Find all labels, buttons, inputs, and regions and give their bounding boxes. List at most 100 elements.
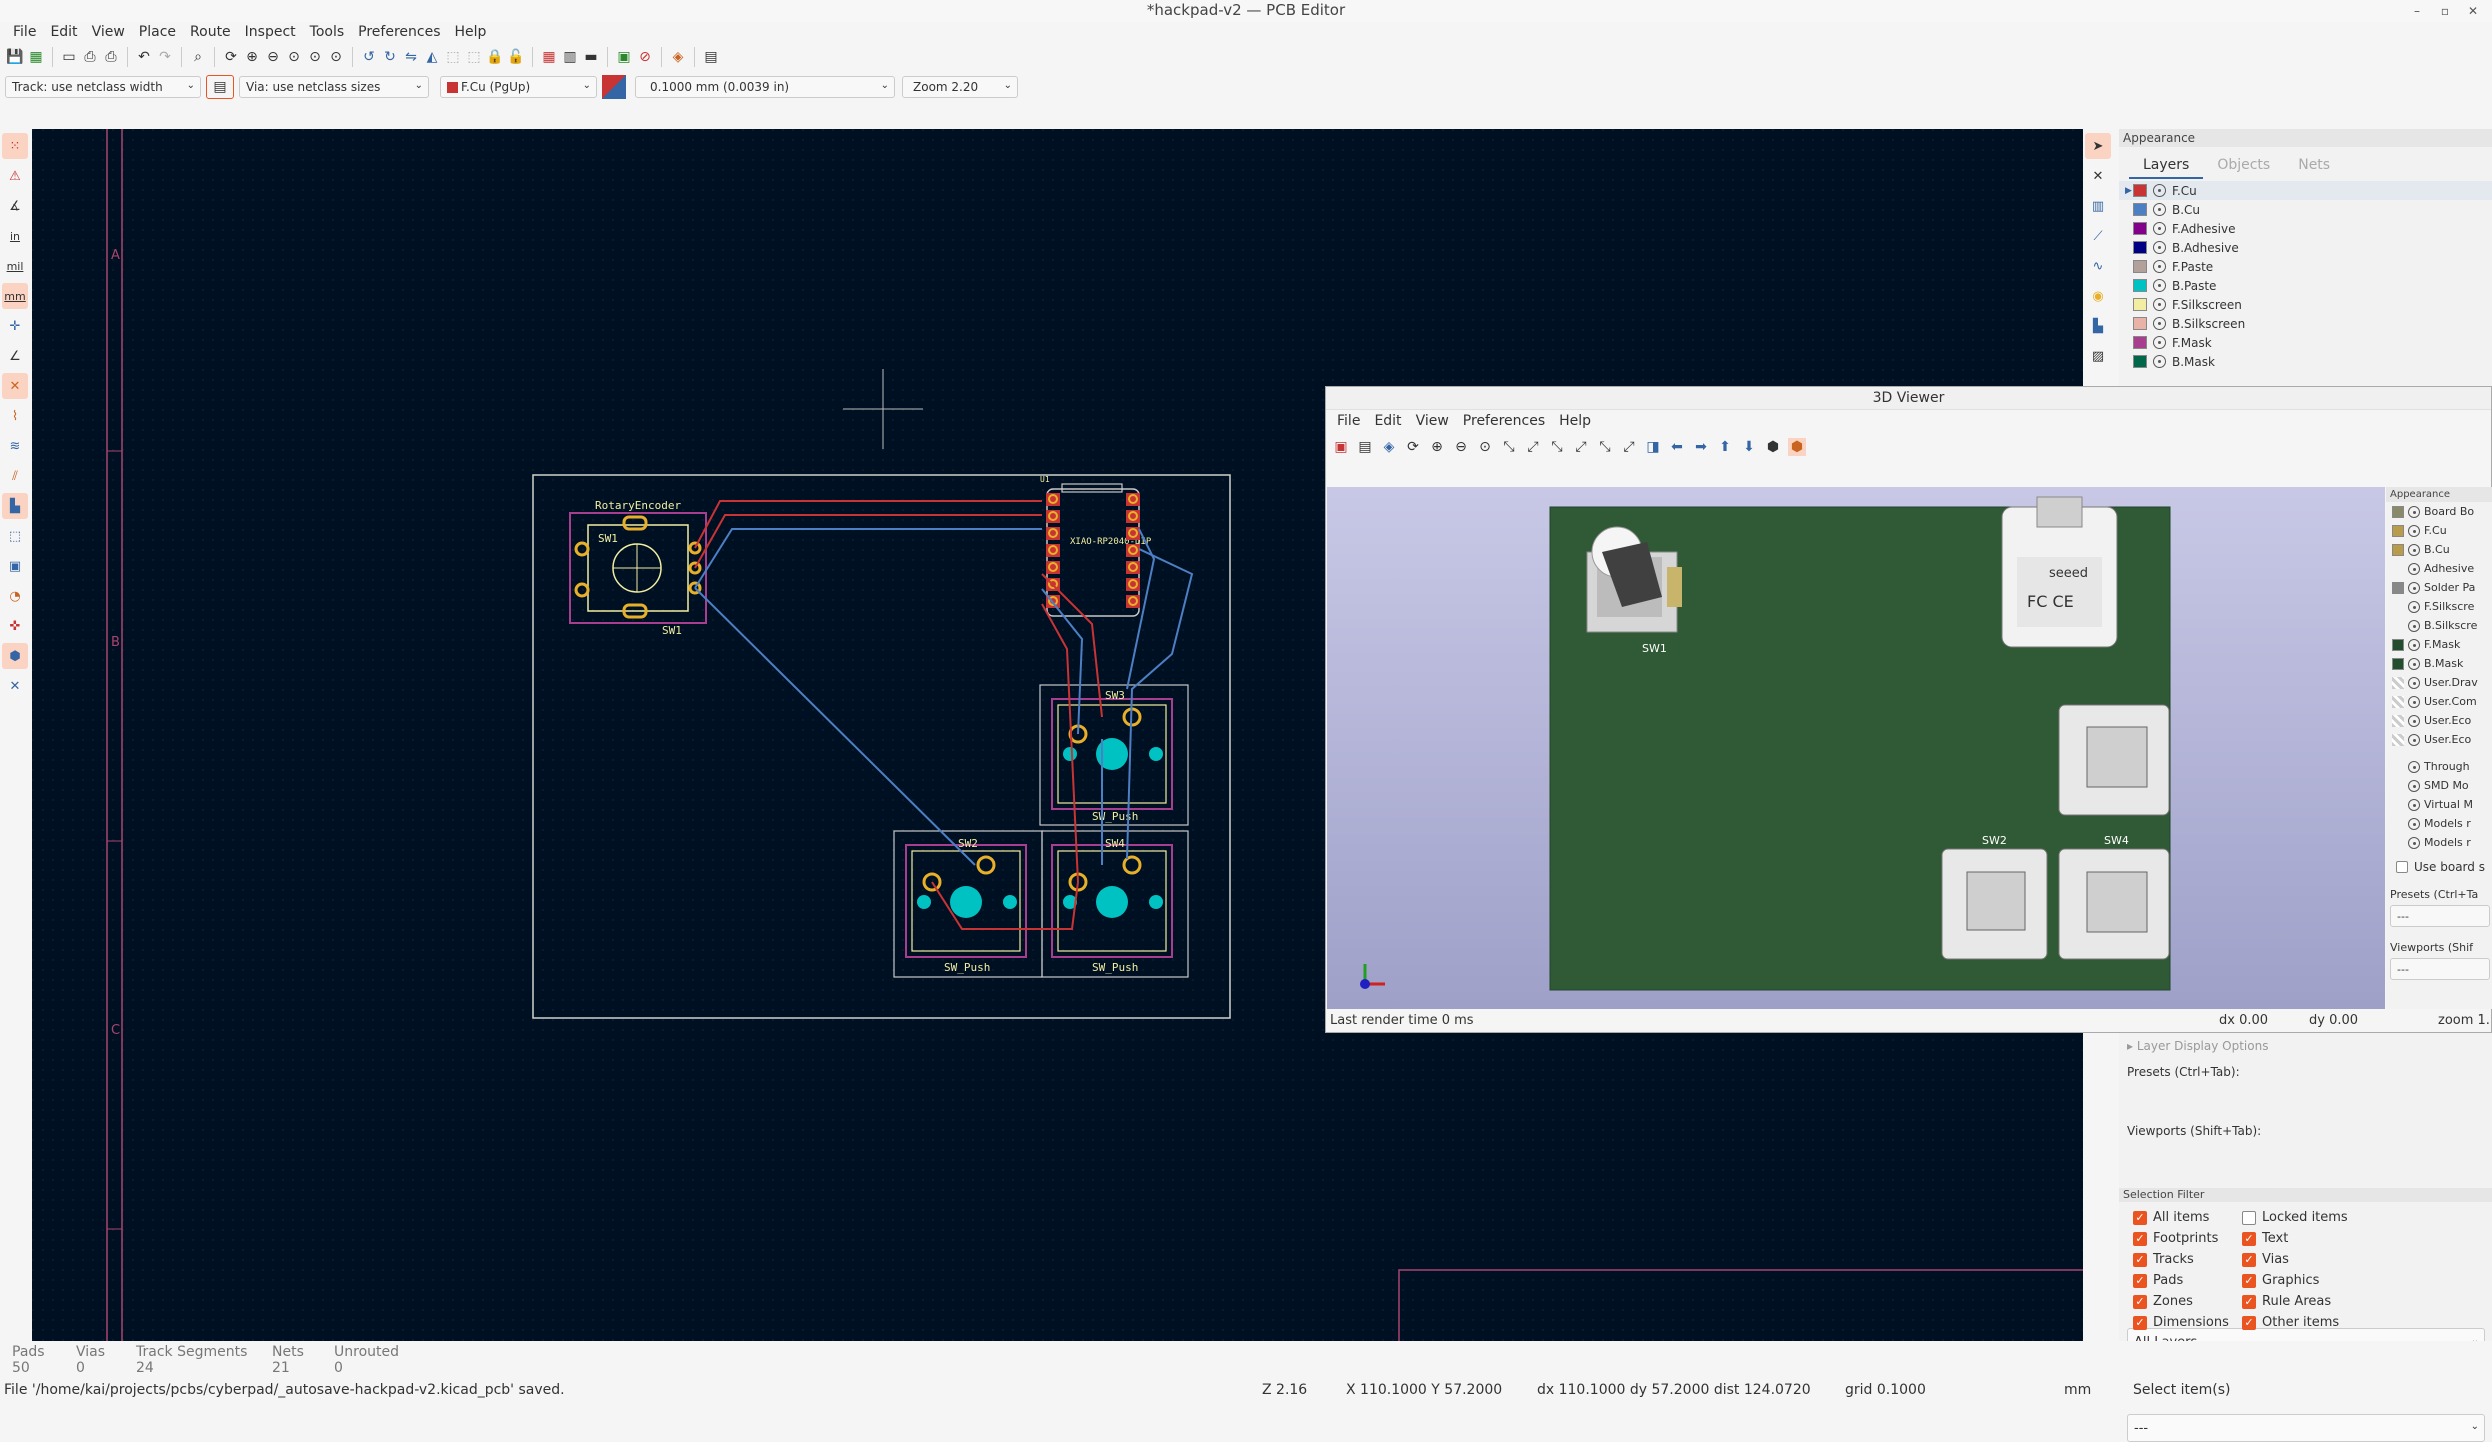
track-width-select[interactable]: Track: use netclass width ⌄ <box>5 76 201 98</box>
move-down-icon[interactable]: ⬇ <box>1743 439 1755 455</box>
netlist-icon[interactable]: ▦ <box>542 49 556 65</box>
viewer-menu-help[interactable]: Help <box>1559 412 1592 429</box>
viewer-layer-row[interactable]: F.Mask <box>2386 635 2492 654</box>
viewer-object-row[interactable]: Virtual M <box>2386 795 2492 814</box>
checkbox[interactable]: ✓ <box>2133 1273 2147 1288</box>
layer-row[interactable]: ▶F.Cu <box>2119 181 2492 200</box>
viewer-layer-swatch[interactable] <box>2392 601 2404 613</box>
menu-view[interactable]: View <box>91 24 125 40</box>
viewer-layer-swatch[interactable] <box>2392 563 2404 575</box>
checkbox[interactable]: ✓ <box>2133 1315 2147 1330</box>
checkbox[interactable]: ✓ <box>2242 1252 2256 1267</box>
viewer-menu-file[interactable]: File <box>1337 412 1361 429</box>
menu-place[interactable]: Place <box>138 24 177 40</box>
rotate-z-ccw-icon[interactable]: ⤢ <box>1623 439 1635 455</box>
viewer-layer-row[interactable]: Adhesive <box>2386 559 2492 578</box>
net-inspector-icon[interactable]: ⬢ <box>2 643 28 669</box>
add-rule-area-icon[interactable]: ▨ <box>2091 348 2105 364</box>
selection-filter-item[interactable]: ✓Footprints <box>2133 1231 2242 1246</box>
visibility-eye-icon[interactable] <box>2408 505 2420 518</box>
viewer-object-row[interactable]: Through <box>2386 757 2492 776</box>
layer-color-swatch[interactable] <box>2133 355 2147 368</box>
move-right-icon[interactable]: ➡ <box>1695 439 1707 455</box>
selection-filter-item[interactable]: ✓All items <box>2133 1210 2242 1225</box>
viewer-layer-row[interactable]: User.Com <box>2386 692 2492 711</box>
ratsnest-icon[interactable]: ✕ <box>2 373 28 399</box>
selection-filter-item[interactable]: ✓Vias <box>2242 1252 2351 1267</box>
viewports-select[interactable]: --- ⌄ <box>2127 1414 2485 1442</box>
find-icon[interactable]: ⌕ <box>194 49 202 65</box>
drc-errors-icon[interactable]: ⊘ <box>639 49 651 65</box>
select-tool-icon[interactable]: ➤ <box>2085 133 2111 159</box>
selection-filter-item[interactable]: ✓Text <box>2242 1231 2351 1246</box>
flip-board-icon[interactable]: ◨ <box>1646 439 1660 455</box>
viewer-object-row[interactable]: Models r <box>2386 833 2492 852</box>
units-inch-button[interactable]: in <box>9 229 21 243</box>
viewer-viewports-select[interactable]: --- <box>2390 958 2490 980</box>
zoom-fit-icon[interactable]: ⊙ <box>1479 439 1491 455</box>
visibility-eye-icon[interactable] <box>2408 714 2420 727</box>
save-icon[interactable]: 💾 <box>6 49 24 65</box>
viewer-presets-select[interactable]: --- <box>2390 905 2490 927</box>
viewer-layer-swatch[interactable] <box>2392 657 2404 670</box>
layer-row[interactable]: F.Adhesive <box>2119 219 2492 238</box>
3d-render[interactable]: SW1 seeed FC CE SW2 SW4 <box>1327 487 2385 1009</box>
group-icon[interactable]: ⬚ <box>446 49 460 65</box>
layer-row[interactable]: B.Cu <box>2119 200 2492 219</box>
add-via-icon[interactable]: ◉ <box>2092 288 2104 304</box>
tab-nets[interactable]: Nets <box>2298 157 2331 173</box>
layer-color-swatch[interactable] <box>2133 279 2147 292</box>
checkbox[interactable] <box>2242 1210 2256 1225</box>
visibility-eye-icon[interactable] <box>2408 798 2420 811</box>
layer-row[interactable]: F.Paste <box>2119 257 2492 276</box>
appearance-toggle-icon[interactable]: ⬢ <box>1788 438 1806 456</box>
selection-filter-item[interactable]: Locked items <box>2242 1210 2351 1225</box>
visibility-eye-icon[interactable] <box>2408 562 2420 575</box>
layer-pair-icon[interactable] <box>602 75 626 99</box>
visibility-eye-icon[interactable] <box>2153 222 2166 235</box>
rotate-x-cw-icon[interactable]: ⤡ <box>1503 439 1515 455</box>
via-outline-icon[interactable]: ◔ <box>9 588 21 604</box>
close-icon[interactable]: ✕ <box>2467 4 2479 18</box>
undo-icon[interactable]: ↶ <box>138 49 150 65</box>
checkbox[interactable]: ✓ <box>2133 1294 2147 1309</box>
refresh-icon[interactable]: ⟳ <box>225 49 237 65</box>
flip-icon[interactable]: ⇋ <box>405 49 417 65</box>
zoom-out-icon[interactable]: ⊖ <box>267 49 279 65</box>
checkbox[interactable]: ✓ <box>2133 1231 2147 1246</box>
viewer-layer-row[interactable]: F.Cu <box>2386 521 2492 540</box>
move-up-icon[interactable]: ⬆ <box>1719 439 1731 455</box>
menu-preferences[interactable]: Preferences <box>358 24 441 40</box>
visibility-eye-icon[interactable] <box>2408 836 2420 849</box>
zone-outline-icon[interactable]: ⬚ <box>8 528 22 544</box>
visibility-eye-icon[interactable] <box>2408 676 2420 689</box>
local-ratsnest-icon[interactable]: ✕ <box>2092 168 2104 184</box>
layer-row[interactable]: F.Silkscreen <box>2119 295 2492 314</box>
menu-file[interactable]: File <box>13 24 37 40</box>
visibility-eye-icon[interactable] <box>2153 203 2166 216</box>
menu-help[interactable]: Help <box>454 24 487 40</box>
zone-fill-icon[interactable]: ▙ <box>2 493 28 519</box>
viewer-layer-row[interactable]: B.Cu <box>2386 540 2492 559</box>
visibility-eye-icon[interactable] <box>2153 279 2166 292</box>
footprint-sw2[interactable]: SW2 SW_Push <box>893 830 1043 978</box>
via-size-select[interactable]: Via: use netclass sizes ⌄ <box>239 76 429 98</box>
viewer-object-row[interactable]: SMD Mo <box>2386 776 2492 795</box>
zoom-objects-icon[interactable]: ⊙ <box>309 49 321 65</box>
viewer-menu-view[interactable]: View <box>1415 412 1449 429</box>
unlock-icon[interactable]: 🔓 <box>507 49 525 65</box>
visibility-eye-icon[interactable] <box>2153 241 2166 254</box>
zoom-in-icon[interactable]: ⊕ <box>1431 439 1443 455</box>
design-tools-icon[interactable]: ✕ <box>9 678 21 694</box>
3d-viewer-icon[interactable]: ◈ <box>672 49 684 65</box>
viewer-menu-preferences[interactable]: Preferences <box>1462 412 1546 429</box>
selection-filter-item[interactable]: ✓Pads <box>2133 1273 2242 1288</box>
menu-tools[interactable]: Tools <box>309 24 345 40</box>
viewer-layer-row[interactable]: B.Silkscre <box>2386 616 2492 635</box>
checkbox[interactable]: ✓ <box>2242 1273 2256 1288</box>
viewer-layer-swatch[interactable] <box>2392 505 2404 518</box>
visibility-eye-icon[interactable] <box>2408 619 2420 632</box>
footprint-editor-icon[interactable]: ▬ <box>584 49 598 65</box>
rotate-z-cw-icon[interactable]: ⤡ <box>1599 439 1611 455</box>
rotate-y-cw-icon[interactable]: ⤡ <box>1551 439 1563 455</box>
